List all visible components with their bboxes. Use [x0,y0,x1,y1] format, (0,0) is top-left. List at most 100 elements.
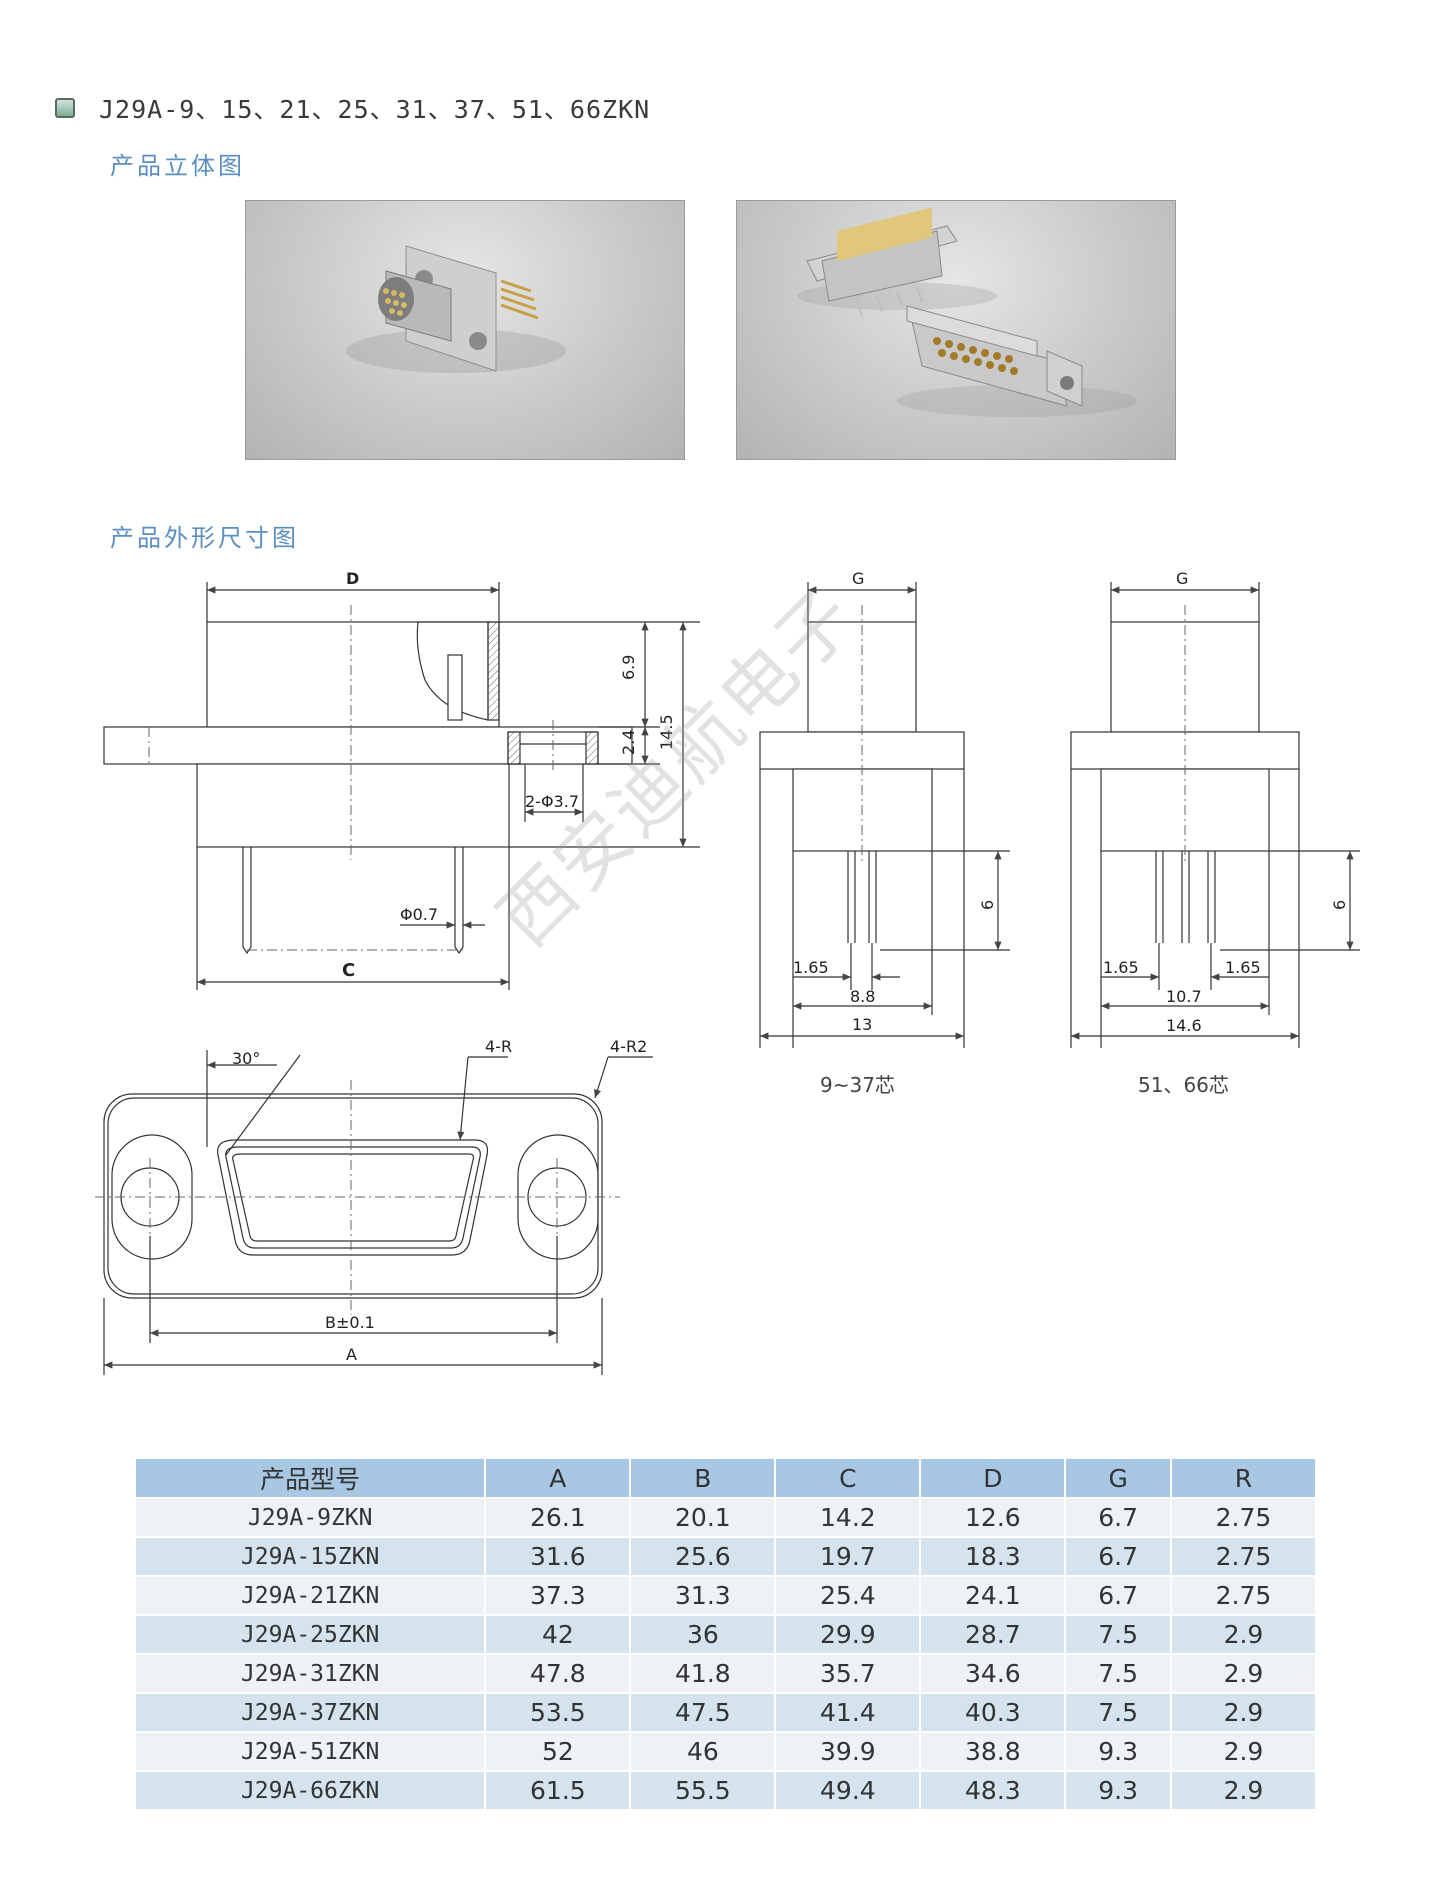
table-cell: 55.5 [631,1772,775,1809]
label-pin-dia: Φ0.7 [400,905,438,924]
table-cell-model: J29A-21ZKN [136,1577,485,1614]
table-cell: 6.7 [1066,1577,1170,1614]
caption-51-66: 51、66芯 [1138,1073,1229,1097]
table-cell-model: J29A-9ZKN [136,1499,485,1536]
table-cell-model: J29A-15ZKN [136,1538,485,1575]
table-cell: 2.9 [1171,1694,1315,1731]
label-b: B±0.1 [325,1313,375,1332]
bullet-icon [55,98,75,118]
table-header: G [1066,1459,1170,1497]
table-cell: 18.3 [921,1538,1065,1575]
dim-v2-edge-right: 1.65 [1225,958,1261,977]
dim-v1-pitch: 8.8 [850,987,875,1006]
table-cell: 9.3 [1066,1772,1170,1809]
table-cell: 52 [486,1733,630,1770]
table-cell-model: J29A-66ZKN [136,1772,485,1809]
label-r-inner: 4-R [485,1037,512,1056]
table-cell: 7.5 [1066,1616,1170,1653]
label-c: C [342,960,355,981]
table-cell: 37.3 [486,1577,630,1614]
table-cell: 42 [486,1616,630,1653]
table-cell: 26.1 [486,1499,630,1536]
table-header: R [1171,1459,1315,1497]
table-header: D [921,1459,1065,1497]
table-cell: 31.6 [486,1538,630,1575]
title-row: J29A-9、15、21、25、31、37、51、66ZKN [55,92,650,124]
dim-pin-len-1: 6 [978,900,997,910]
table-cell: 2.75 [1171,1499,1315,1536]
table-cell: 29.9 [776,1616,920,1653]
table-cell: 41.4 [776,1694,920,1731]
table-cell: 25.6 [631,1538,775,1575]
label-g-1: G [852,569,864,588]
label-a: A [346,1345,357,1364]
table-cell: 41.8 [631,1655,775,1692]
table-cell: 6.7 [1066,1499,1170,1536]
table-cell: 19.7 [776,1538,920,1575]
dim-h1: 6.9 [619,655,638,680]
caption-9-37: 9~37芯 [820,1073,895,1097]
table-cell: 9.3 [1066,1733,1170,1770]
table-cell: 28.7 [921,1616,1065,1653]
table-cell: 12.6 [921,1499,1065,1536]
table-cell-model: J29A-31ZKN [136,1655,485,1692]
dimension-drawing: D C 6.9 2.4 14.5 2-Φ3.7 Φ0.7 G 6 1.65 8.… [95,569,1360,1375]
table-cell: 2.75 [1171,1538,1315,1575]
table-header: C [776,1459,920,1497]
dim-v2-width: 14.6 [1166,1016,1202,1035]
table-cell: 7.5 [1066,1655,1170,1692]
dim-h2: 2.4 [619,730,638,755]
product-photo-single [245,200,685,460]
table-cell: 48.3 [921,1772,1065,1809]
table-cell: 2.9 [1171,1655,1315,1692]
table-cell: 24.1 [921,1577,1065,1614]
table-cell-model: J29A-37ZKN [136,1694,485,1731]
table-header-row: 产品型号 A B C D G R [136,1459,1315,1497]
label-angle: 30° [232,1049,260,1068]
dim-v1-edge: 1.65 [793,958,829,977]
dim-v2-pitch: 10.7 [1166,987,1202,1006]
table-cell: 47.5 [631,1694,775,1731]
table-cell: 36 [631,1616,775,1653]
table-cell-model: J29A-51ZKN [136,1733,485,1770]
table-cell: 20.1 [631,1499,775,1536]
table-cell: 53.5 [486,1694,630,1731]
label-g-2: G [1176,569,1188,588]
table-header: B [631,1459,775,1497]
table-cell: 34.6 [921,1655,1065,1692]
table-cell-model: J29A-25ZKN [136,1616,485,1653]
table-cell: 7.5 [1066,1694,1170,1731]
dim-h-total: 14.5 [657,714,676,750]
label-r-outer: 4-R2 [610,1037,647,1056]
table-cell: 2.9 [1171,1733,1315,1770]
table-cell: 38.8 [921,1733,1065,1770]
table-cell: 46 [631,1733,775,1770]
table-cell: 49.4 [776,1772,920,1809]
section-label-outline-dimensions: 产品外形尺寸图 [110,524,299,552]
table-cell: 35.7 [776,1655,920,1692]
table-header: 产品型号 [136,1459,485,1497]
product-photo-pair [736,200,1176,460]
table-cell: 39.9 [776,1733,920,1770]
table-cell: 40.3 [921,1694,1065,1731]
table-cell: 2.75 [1171,1577,1315,1614]
table-cell: 61.5 [486,1772,630,1809]
label-holes: 2-Φ3.7 [525,792,579,811]
label-d: D [346,569,359,588]
table-cell: 31.3 [631,1577,775,1614]
table-header: A [486,1459,630,1497]
page-title: J29A-9、15、21、25、31、37、51、66ZKN [99,95,651,124]
table-cell: 2.9 [1171,1616,1315,1653]
dim-v2-edge-left: 1.65 [1103,958,1139,977]
dim-v1-width: 13 [852,1015,872,1034]
section-label-3d-views: 产品立体图 [110,152,245,180]
dim-pin-len-2: 6 [1330,900,1349,910]
